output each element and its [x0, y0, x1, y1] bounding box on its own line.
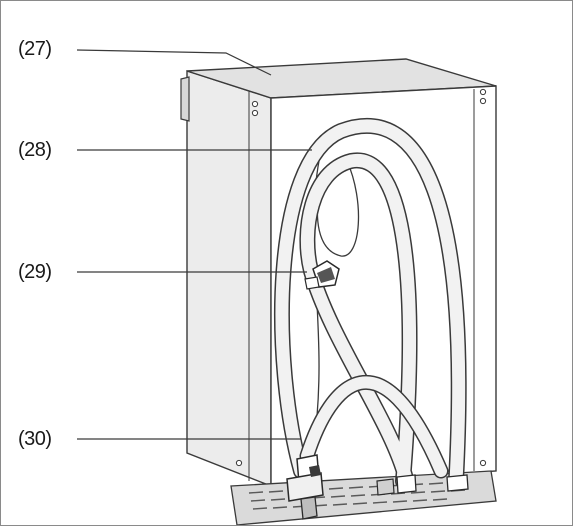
drain-hose	[273, 118, 467, 489]
callout-label-27: (27)	[18, 38, 52, 60]
callout-label-30: (30)	[18, 428, 52, 450]
crossing-hose	[299, 374, 449, 479]
callout-label-29: (29)	[18, 261, 52, 283]
side-bracket	[180, 76, 190, 122]
hose-end-right	[376, 474, 469, 496]
leader-lines	[76, 49, 312, 440]
callout-label-28: (28)	[18, 139, 52, 161]
screw-holes	[235, 88, 487, 467]
leader-line-27	[76, 49, 272, 76]
hose-end-connector	[286, 454, 324, 520]
cabinet-side-panel	[186, 70, 272, 488]
hose-holder-clip	[304, 260, 340, 290]
